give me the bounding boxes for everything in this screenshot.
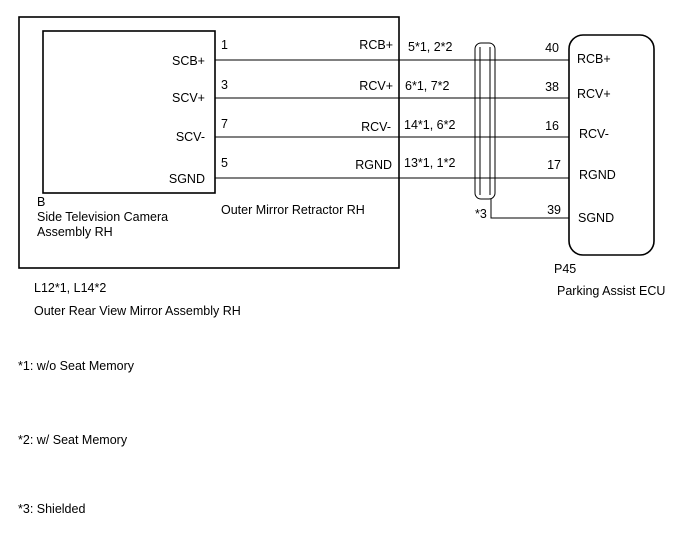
camera-name-line2: Assembly RH: [37, 225, 113, 239]
connector-terminal-rgnd: 13*1, 1*2: [404, 156, 455, 170]
outer-assembly-connector-code: L12*1, L14*2: [34, 281, 106, 295]
camera-pin-scv-minus: SCV-: [176, 130, 205, 144]
ecu-pin-rgnd: RGND: [579, 168, 616, 182]
outer-assembly-name: Outer Rear View Mirror Assembly RH: [34, 304, 241, 318]
ecu-name: Parking Assist ECU: [557, 284, 665, 298]
ecu-pin-number-38: 38: [545, 80, 559, 94]
connector-terminal-rcv-plus: 6*1, 7*2: [405, 79, 450, 93]
shield-label: *3: [475, 207, 487, 221]
shield-sheath: [474, 42, 496, 200]
camera-pin-scv-plus: SCV+: [172, 91, 205, 105]
connector-terminal-rcv-minus: 14*1, 6*2: [404, 118, 455, 132]
ecu-connector-code: P45: [554, 262, 576, 276]
outer-mirror-assembly-frame: [18, 16, 400, 269]
ecu-pin-rcv-minus: RCV-: [579, 127, 609, 141]
retractor-pin-number-1: 1: [221, 38, 228, 52]
camera-connector-code: B: [37, 195, 45, 209]
ecu-pin-number-17: 17: [547, 158, 561, 172]
camera-name-line1: Side Television Camera: [37, 210, 168, 224]
retractor-pin-number-7: 7: [221, 117, 228, 131]
ecu-pin-number-40: 40: [545, 41, 559, 55]
camera-assembly-box: [42, 30, 216, 194]
ecu-pin-rcb-plus: RCB+: [577, 52, 611, 66]
retractor-signal-rcb-plus: RCB+: [359, 38, 393, 52]
shield-drain-wire: [490, 199, 569, 219]
ecu-pin-number-39: 39: [547, 203, 561, 217]
retractor-pin-number-3: 3: [221, 78, 228, 92]
footnote-w-seat-memory: *2: w/ Seat Memory: [18, 433, 128, 447]
ecu-pin-number-16: 16: [545, 119, 559, 133]
camera-pin-sgnd: SGND: [169, 172, 205, 186]
retractor-signal-rcv-minus: RCV-: [361, 120, 391, 134]
retractor-signal-rgnd: RGND: [355, 158, 392, 172]
retractor-name: Outer Mirror Retractor RH: [221, 203, 365, 217]
ecu-pin-rcv-plus: RCV+: [577, 87, 611, 101]
retractor-signal-rcv-plus: RCV+: [359, 79, 393, 93]
connector-terminal-rcb-plus: 5*1, 2*2: [408, 40, 453, 54]
camera-pin-scb-plus: SCB+: [172, 54, 205, 68]
retractor-pin-number-5: 5: [221, 156, 228, 170]
ecu-pin-sgnd: SGND: [578, 211, 614, 225]
ecu-box: [568, 34, 655, 256]
footnote-shielded: *3: Shielded: [18, 502, 85, 516]
footnote-w-o-seat-memory: *1: w/o Seat Memory: [18, 359, 135, 373]
